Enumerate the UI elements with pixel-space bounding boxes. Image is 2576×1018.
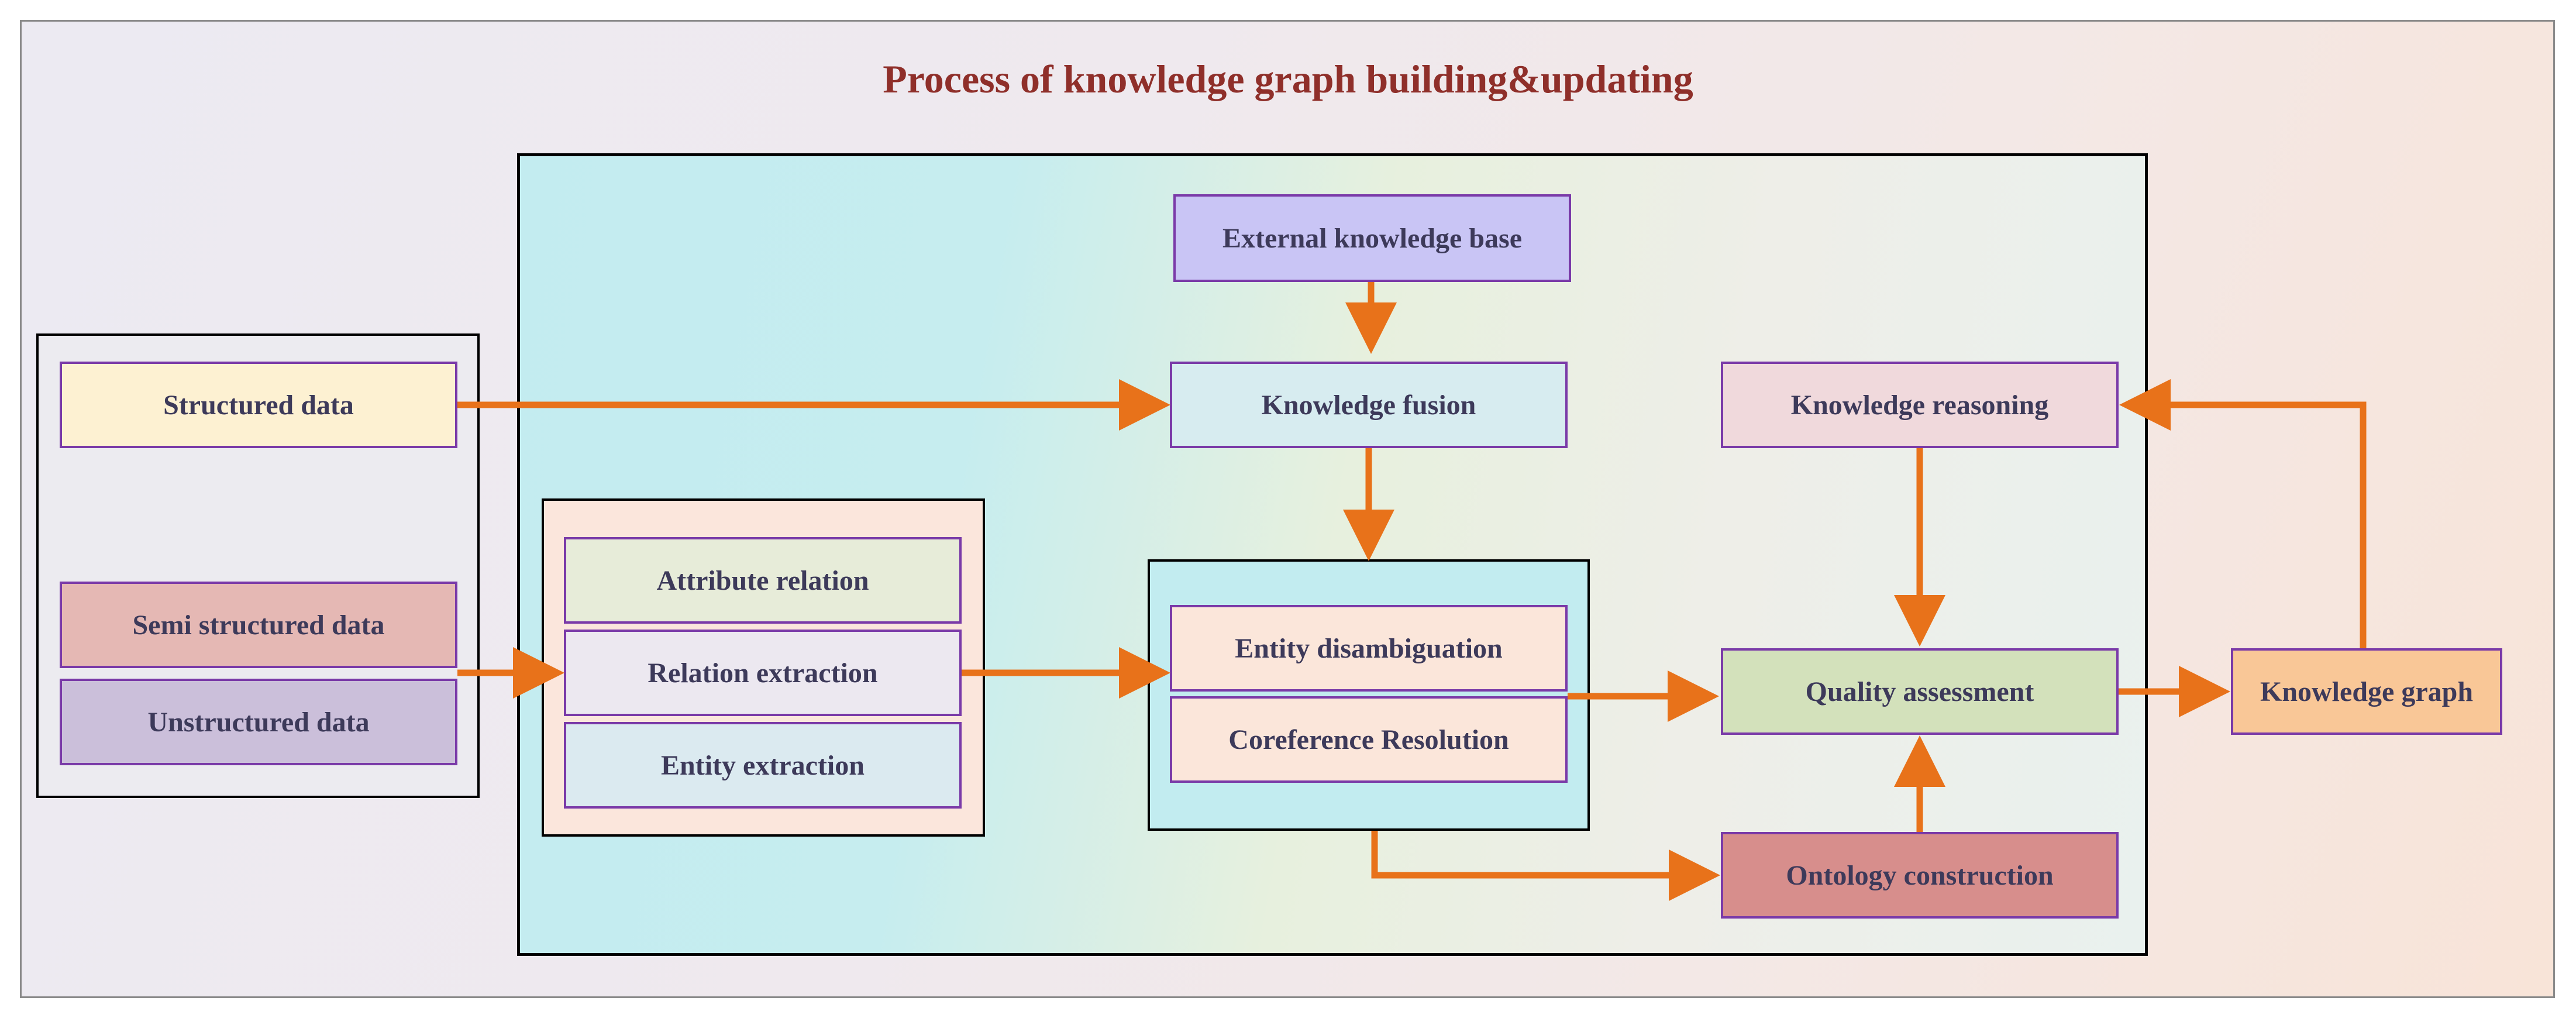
arrow-knowledge-graph-to-reasoning (2119, 379, 2367, 648)
knowledge-graph-box: Knowledge graph (2231, 648, 2502, 735)
unstructured-data-box: Unstructured data (60, 679, 457, 765)
attribute-relation-box: Attribute relation (564, 537, 962, 624)
ontology-construction-box: Ontology construction (1721, 832, 2119, 919)
arrow-coreference-to-ontology (1371, 831, 1720, 901)
entity-extraction-box: Entity extraction (564, 722, 962, 809)
knowledge-reasoning-box: Knowledge reasoning (1721, 362, 2119, 448)
relation-extraction-box: Relation extraction (564, 630, 962, 716)
diagram-title: Process of knowledge graph building&upda… (883, 57, 1693, 101)
quality-assessment-box: Quality assessment (1721, 648, 2119, 735)
coreference-resolution-box: Coreference Resolution (1170, 696, 1568, 783)
structured-data-box: Structured data (60, 362, 457, 448)
semi-structured-data-box: Semi structured data (60, 582, 457, 668)
external-knowledge-base-box: External knowledge base (1173, 194, 1571, 282)
entity-disambiguation-box: Entity disambiguation (1170, 605, 1568, 692)
knowledge-fusion-box: Knowledge fusion (1170, 362, 1568, 448)
